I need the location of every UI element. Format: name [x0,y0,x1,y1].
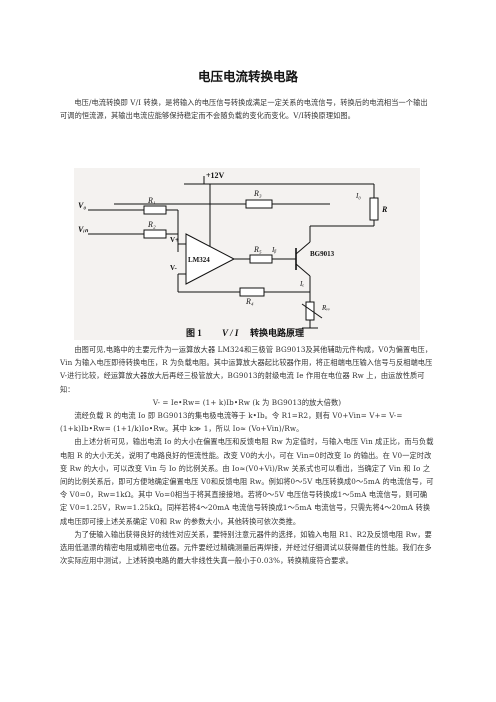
resistor-r1 [143,205,167,215]
caption-number: 图 1 [186,328,202,338]
v0-label: V₀ [78,201,86,210]
body-paragraph-2: 流经负载 R 的电流 Io 即 BG9013的集电极电流等于 k•Ib。令 R1… [60,411,403,434]
r1-label: R₁ [147,196,156,205]
supply-label: +12V [206,171,225,180]
resistor-r2 [143,229,167,239]
caption-vi: V / I [222,328,239,338]
vin-label: Vᵢₙ [78,225,89,234]
body-paragraph-1: 由图可见,电路中的主要元件为一运算放大器 LM324和三极管 BG9013及其他… [60,345,433,394]
opamp-symbol [185,233,236,285]
r5-label: R₅ [253,245,262,254]
rw-label: Rᵥᵥ [321,304,330,312]
body-paragraph-4: 为了使输入输出获得良好的线性对应关系，要特别注意元器件的选择，如输入电阻 R1、… [60,529,432,566]
body-paragraph-3: 由上述分析可见，输出电流 Io 的大小在偏置电压和反馈电阻 Rw 为定值时，与输… [60,437,434,526]
resistor-r4 [239,287,265,297]
body-section: 由图可见,电路中的主要元件为一运算放大器 LM324和三极管 BG9013及其他… [60,343,434,567]
transistor-label: BG9013 [310,250,335,258]
rw-wiper [301,303,323,319]
resistor-load [369,197,379,221]
body-formula: V- = Ie•Rw= (1+ k)Ib•Rw (k 为 BG9013的放大倍数… [152,397,342,407]
ib-label: Iᵦ [271,246,276,254]
ie-label: Iₑ [299,280,304,288]
transistor-collector [295,241,311,255]
caption-text: 转换电路原理 [250,327,304,338]
transistor-emitter [295,263,311,277]
resistor-r5 [249,254,273,264]
vplus-label: V+ [170,236,179,244]
r3-label: R₃ [253,189,262,198]
circuit-diagram: +12V R₃ V₀ R₁ Vᵢₙ R₂ V+ V- LM324 R₅ Iᵦ [78,171,388,338]
vminus-label: V- [170,264,178,272]
r4-label: R₄ [245,297,254,306]
page-title: 电压电流转换电路 [197,69,298,84]
intro-text: 电压/电流转换即 V/I 转换，是将输入的电压信号转换成满足一定关系的电流信号，… [60,98,428,121]
circuit-figure: +12V R₃ V₀ R₁ Vᵢₙ R₂ V+ V- LM324 R₅ Iᵦ [74,168,420,340]
load-label: R [381,205,388,214]
r2-label: R₂ [147,220,156,229]
opamp-label: LM324 [188,256,210,264]
io-label: I₀ [355,192,361,200]
resistor-r3 [245,199,273,209]
intro-paragraph: 电压/电流转换即 V/I 转换，是将输入的电压信号转换成满足一定关系的电流信号，… [60,96,434,122]
